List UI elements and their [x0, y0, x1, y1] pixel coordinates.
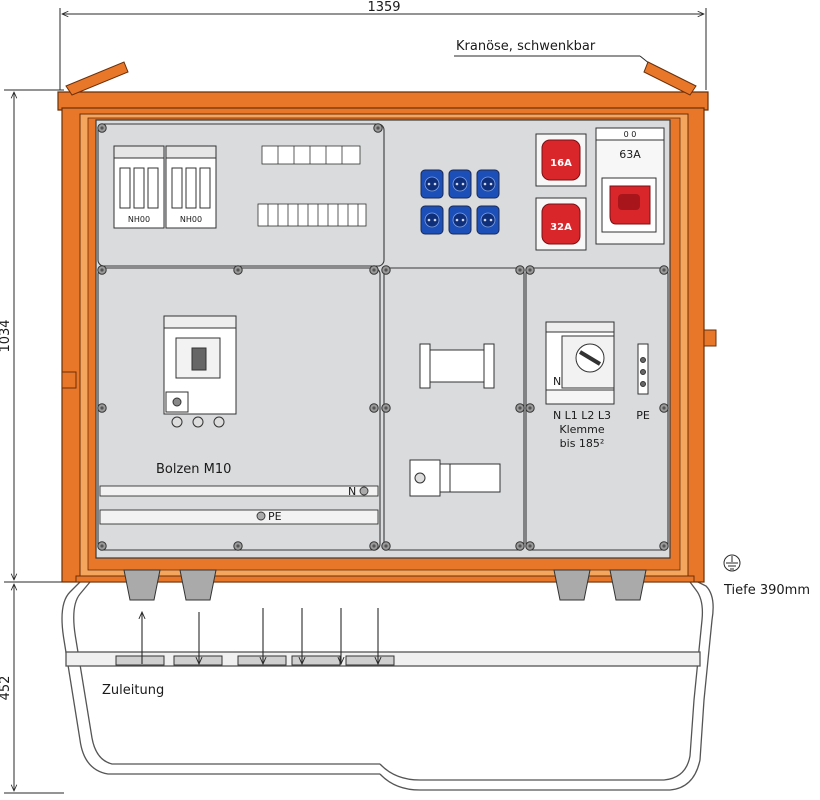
cee-socket-63a: [595, 127, 665, 245]
supply-rail: [115, 655, 395, 666]
dimension-lines: [4, 8, 707, 794]
miniature-circuit-breakers: [257, 145, 367, 227]
terminal-name-label: Klemme: [559, 423, 604, 436]
terminal-size-label: bis 185²: [560, 437, 605, 450]
stand-frame: [61, 581, 714, 791]
crane-eye-label: Kranöse, schwenkbar: [456, 39, 596, 54]
bolt-label: Bolzen M10: [156, 462, 231, 477]
socket-63a-label: 63A: [619, 148, 641, 161]
switch-n-label: N: [553, 375, 561, 388]
load-disconnect-switch: [545, 321, 649, 405]
socket-32a-label: 32A: [550, 222, 572, 233]
neutral-bar-label: N: [348, 485, 356, 498]
middle-panel-devices: [409, 343, 501, 497]
nh00-fuse-holders: [113, 145, 217, 229]
cable-glands: [123, 569, 647, 601]
depth-label: Tiefe 390mm: [723, 583, 810, 598]
socket-16a-label: 16A: [550, 158, 572, 169]
pe-bar-label: PE: [268, 510, 282, 523]
pe-terminal-label: PE: [636, 409, 650, 422]
fuse-label-left: NH00: [128, 215, 150, 224]
supply-label: Zuleitung: [102, 683, 164, 698]
dimension-stand-label: 452: [0, 676, 13, 701]
protective-earth-icon: [723, 554, 741, 572]
busbars: [99, 485, 379, 525]
cee-socket-32a: [535, 197, 587, 251]
cee-socket-16a: [535, 133, 587, 187]
main-circuit-breaker: [163, 315, 237, 428]
dimension-height-label: 1034: [0, 319, 13, 352]
dimension-width-label: 1359: [367, 0, 400, 15]
cable-arrows: [142, 608, 378, 664]
socket-63a-cap-label: 0 0: [624, 130, 637, 139]
fuse-label-right: NH00: [180, 215, 202, 224]
terminal-phases-label: N L1 L2 L3: [553, 409, 611, 422]
